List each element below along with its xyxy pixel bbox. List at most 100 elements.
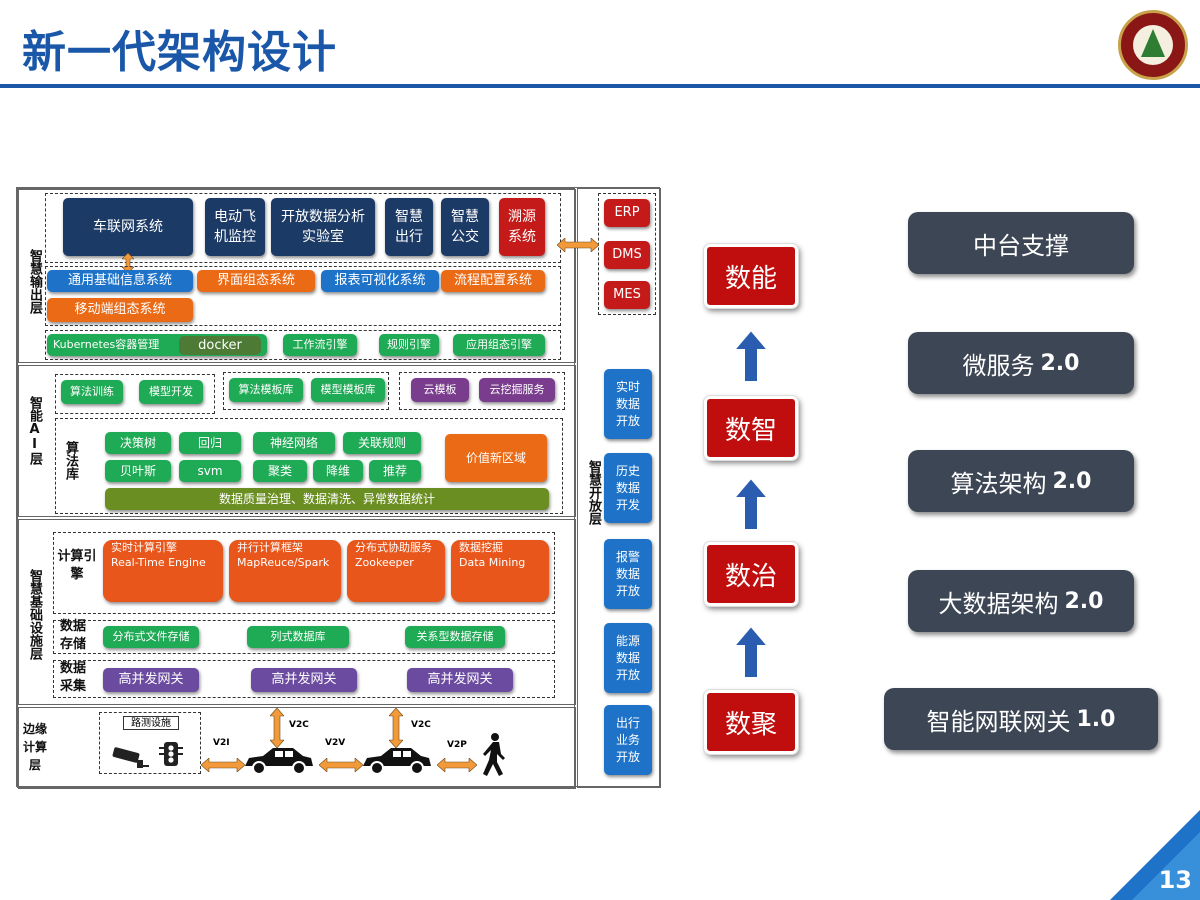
open-label: 报警 [615,549,640,564]
engine-cn: 分布式协助服务 [355,541,432,554]
ai-algorithm-training[interactable]: 算法训练 [61,380,123,404]
ai-template-group [223,372,389,410]
algorithm-library [55,418,563,514]
algo-svm[interactable]: svm [179,460,241,482]
app-label: 电动飞 [214,209,256,225]
pedestrian-icon [483,733,505,776]
car-icon [363,748,431,775]
engine-cn: 并行计算框架 [237,541,303,554]
app-open-data-lab[interactable]: 开放数据分析实验室 [271,198,375,256]
component-report-viz[interactable]: 报表可视化系统 [321,270,439,292]
engine-workflow[interactable]: 工作流引擎 [283,334,357,356]
open-energy-data[interactable]: 能源数据开放 [604,623,652,693]
v2c-arrow-2-icon [389,708,403,748]
engine-docker[interactable]: docker [179,336,261,355]
roadside-label: 路测设施 [123,716,179,730]
v2i-arrow-icon [201,758,245,772]
algo-recommendation[interactable]: 推荐 [369,460,421,482]
engine-en: MapReuce/Spark [237,556,330,569]
roadside-group [99,712,201,774]
ai-cloud-templates[interactable]: 云模板 [411,378,469,402]
ai-layer-label: 智能AI层 [27,395,42,465]
v2c-label-2: V2C [411,720,431,730]
external-systems-group [598,193,656,315]
algo-bayes[interactable]: 贝叶斯 [105,460,171,482]
engine-app-config[interactable]: 应用组态引擎 [453,334,545,356]
stage-data-aggregation[interactable]: 数聚 [703,689,799,755]
component-label: 流程配置系统 [453,273,532,288]
engine-parallel[interactable]: 并行计算框架 MapReuce/Spark [229,540,341,602]
v2v-label: V2V [325,738,346,748]
stage-data-governance[interactable]: 数治 [703,541,799,607]
components-group [45,266,561,326]
stage-label: 数智 [724,415,777,446]
algo-association-rules[interactable]: 关联规则 [343,432,421,454]
data-quality-bar[interactable]: 数据质量治理、数据清洗、异常数据统计 [105,488,549,510]
open-label: 实时 [615,379,640,394]
gateway-1[interactable]: 高并发网关 [103,668,199,692]
algo-clustering[interactable]: 聚类 [253,460,307,482]
app-label: 溯源 [508,209,536,225]
ext-dms[interactable]: DMS [604,241,650,269]
engine-en: Real-Time Engine [111,556,206,569]
leftright-arrow-icon [557,238,599,252]
gateway-3[interactable]: 高并发网关 [407,668,513,692]
pill-version: 2.0 [1052,468,1092,494]
traffic-light-icon [159,742,183,766]
component-ui-config[interactable]: 界面组态系统 [197,270,315,292]
up-arrow-icon [734,626,768,678]
app-electric-aircraft[interactable]: 电动飞机监控 [205,198,265,256]
open-label: 开放 [615,749,640,764]
app-label: 智慧 [395,209,423,225]
open-label: 业务 [615,732,640,747]
component-basic-info[interactable]: 通用基础信息系统 [47,270,193,292]
open-layer-label: 智慧开放层 [586,459,601,525]
pill-middle-platform[interactable]: 中台支撑 [908,212,1134,274]
stage-data-intelligence[interactable]: 数智 [703,395,799,461]
updown-arrow-icon [122,253,134,273]
storage-distributed-files[interactable]: 分布式文件存储 [103,626,199,648]
app-traceability[interactable]: 溯源系统 [499,198,545,256]
app-label: 实验室 [302,229,344,245]
v2p-arrow-icon [437,758,477,772]
ai-cloud-mining[interactable]: 云挖掘服务 [479,378,555,402]
app-smart-bus[interactable]: 智慧公交 [441,198,489,256]
ai-algorithm-templates[interactable]: 算法模板库 [229,378,303,402]
infra-layer-label: 智慧基础设施层 [27,568,42,660]
app-label: 开放数据分析 [281,209,365,225]
ext-mes[interactable]: MES [604,281,650,309]
pill-text: 微服务 [962,351,1035,380]
algo-dim-reduction[interactable]: 降维 [313,460,363,482]
app-vehicle-network[interactable]: 车联网系统 [63,198,193,256]
storage-relational[interactable]: 关系型数据存储 [405,626,505,648]
ext-erp[interactable]: ERP [604,199,650,227]
component-mobile-config[interactable]: 移动端组态系统 [47,298,193,322]
ai-model-dev[interactable]: 模型开发 [139,380,203,404]
storage-columnar-db[interactable]: 列式数据库 [247,626,349,648]
algo-decision-tree[interactable]: 决策树 [105,432,171,454]
gateway-2[interactable]: 高并发网关 [251,668,357,692]
open-realtime-data[interactable]: 实时数据开放 [604,369,652,439]
algo-neural-network[interactable]: 神经网络 [253,432,335,454]
ai-model-templates[interactable]: 模型模板库 [311,378,385,402]
algo-regression[interactable]: 回归 [179,432,241,454]
open-alarm-data[interactable]: 报警数据开放 [604,539,652,609]
component-process-config[interactable]: 流程配置系统 [441,270,545,292]
stage-data-power[interactable]: 数能 [703,243,799,309]
stage-label: 数治 [724,561,777,592]
value-new-zone[interactable]: 价值新区域 [445,434,547,482]
open-travel-business[interactable]: 出行业务开放 [604,705,652,775]
collection-group [53,660,555,698]
open-history-data[interactable]: 历史数据开发 [604,453,652,523]
ai-label: 算法模板库 [238,383,294,396]
engine-rules[interactable]: 规则引擎 [379,334,439,356]
app-smart-travel[interactable]: 智慧出行 [385,198,433,256]
